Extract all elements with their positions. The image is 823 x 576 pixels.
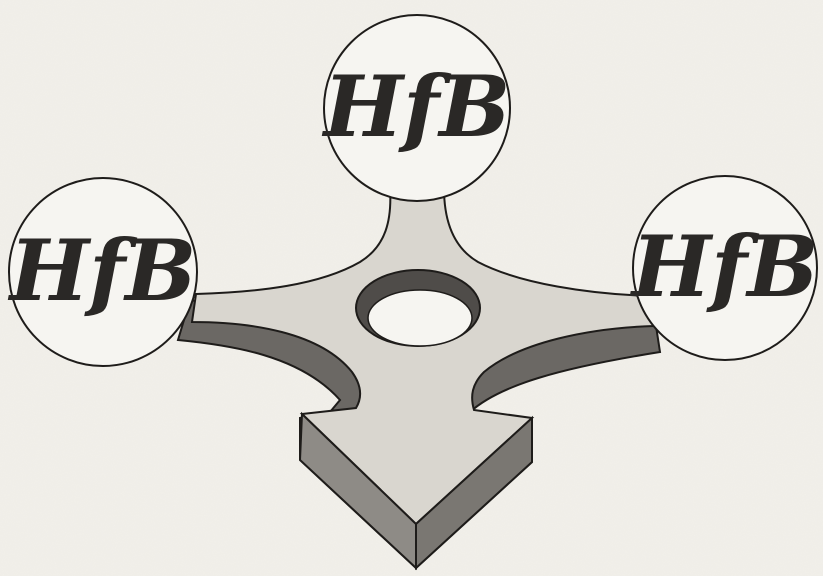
monogram-top-text: HfB [322, 57, 511, 156]
monogram-right-text: HfB [630, 217, 819, 316]
hub-hole [368, 290, 472, 346]
monogram-left-text: HfB [8, 221, 197, 320]
monogram-badge-left: HfB [8, 178, 197, 366]
monogram-badge-top: HfB [322, 15, 511, 201]
monogram-badge-right: HfB [630, 176, 819, 360]
